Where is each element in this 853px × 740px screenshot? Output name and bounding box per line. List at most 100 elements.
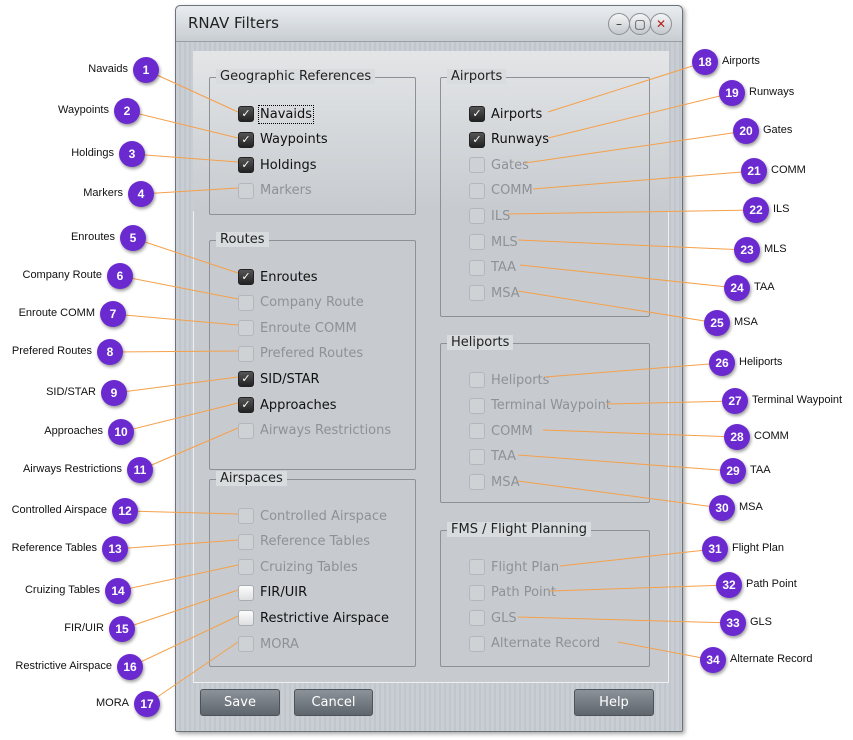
checkbox-label: GLS: [491, 610, 517, 626]
callout-badge: 4: [128, 181, 154, 207]
checkbox-box[interactable]: [469, 208, 485, 225]
checkbox-box[interactable]: [238, 345, 254, 362]
checkbox-box[interactable]: [469, 372, 485, 388]
checkmark-icon[interactable]: ✓: [238, 131, 254, 148]
callout-badge: 20: [733, 118, 759, 144]
callout-label: Alternate Record: [730, 653, 813, 665]
checkbox-box[interactable]: [469, 157, 485, 174]
checkbox-msa[interactable]: MSA: [469, 474, 520, 491]
checkbox-gates[interactable]: Gates: [469, 157, 529, 174]
checkmark-icon[interactable]: ✓: [469, 106, 485, 122]
checkbox-flight-plan[interactable]: Flight Plan: [469, 559, 559, 575]
close-button[interactable]: ✕: [650, 13, 672, 35]
checkbox-msa[interactable]: MSA: [469, 285, 520, 302]
checkbox-controlled-airspace[interactable]: Controlled Airspace: [238, 508, 387, 524]
callout-label: Runways: [749, 86, 795, 98]
checkbox-box[interactable]: [238, 508, 254, 524]
checkbox-label: Waypoints: [260, 132, 328, 148]
cancel-button[interactable]: Cancel: [294, 689, 373, 716]
checkbox-box[interactable]: [238, 422, 254, 439]
checkbox-box[interactable]: [238, 533, 254, 550]
checkbox-restrictive-airspace[interactable]: Restrictive Airspace: [238, 610, 389, 627]
checkbox-label: MSA: [491, 474, 520, 490]
checkbox-box[interactable]: [469, 559, 485, 575]
checkbox-enroutes[interactable]: ✓ Enroutes: [238, 269, 318, 285]
window-title: RNAV Filters: [188, 14, 279, 32]
checkbox-box[interactable]: [238, 182, 254, 199]
checkbox-runways[interactable]: ✓Runways: [469, 131, 549, 148]
checkbox-box[interactable]: [469, 234, 485, 250]
checkbox-taa[interactable]: TAA: [469, 448, 517, 465]
checkbox-ils[interactable]: ILS: [469, 208, 510, 225]
checkbox-sid-star[interactable]: ✓SID/STAR: [238, 371, 320, 388]
checkbox-company-route[interactable]: Company Route: [238, 294, 364, 311]
callout-label: Heliports: [739, 356, 783, 368]
checkmark-icon[interactable]: ✓: [469, 131, 485, 148]
checkbox-cruizing-tables[interactable]: Cruizing Tables: [238, 559, 358, 576]
checkbox-box[interactable]: [238, 559, 254, 576]
checkbox-heliports[interactable]: Heliports: [469, 372, 549, 388]
checkbox-label: Gates: [491, 157, 529, 173]
checkbox-gls[interactable]: GLS: [469, 610, 517, 627]
checkmark-icon[interactable]: ✓: [238, 157, 254, 174]
checkbox-mora[interactable]: MORA: [238, 636, 299, 652]
checkbox-box[interactable]: [469, 448, 485, 465]
checkbox-markers[interactable]: Markers: [238, 182, 312, 199]
save-button[interactable]: Save: [200, 689, 280, 716]
checkbox-airways-restrictions[interactable]: Airways Restrictions: [238, 422, 392, 439]
checkmark-icon[interactable]: ✓: [238, 106, 254, 122]
checkbox-navaids[interactable]: ✓Navaids: [238, 104, 314, 124]
checkbox-terminal-waypoint[interactable]: Terminal Waypoint: [469, 397, 611, 414]
checkbox-label: Enroutes: [260, 269, 318, 285]
minimize-button[interactable]: –: [608, 13, 630, 35]
checkbox-box[interactable]: [238, 320, 254, 337]
checkmark-icon[interactable]: ✓: [238, 269, 254, 285]
checkbox-box[interactable]: [469, 182, 485, 199]
callout-badge: 10: [108, 419, 134, 445]
checkbox-box[interactable]: [469, 423, 485, 440]
checkbox-alternate-record[interactable]: Alternate Record: [469, 635, 600, 652]
checkbox-label: COMM: [491, 183, 533, 199]
checkmark-icon[interactable]: ✓: [238, 397, 254, 413]
checkbox-box[interactable]: [469, 259, 485, 276]
checkbox-approaches[interactable]: ✓Approaches: [238, 397, 337, 413]
checkbox-box[interactable]: [469, 397, 485, 414]
checkbox-box[interactable]: [469, 635, 485, 652]
callout-label: Controlled Airspace: [11, 504, 107, 516]
checkbox-label: TAA: [491, 449, 517, 465]
checkbox-box[interactable]: [238, 610, 254, 627]
group-label: Routes: [216, 232, 269, 247]
checkbox-box[interactable]: [469, 474, 485, 491]
checkbox-taa[interactable]: TAA: [469, 259, 516, 276]
checkbox-prefered-routes[interactable]: Prefered Routes: [238, 345, 364, 362]
checkbox-airports[interactable]: ✓Airports: [469, 106, 542, 122]
callout-badge: 18: [692, 49, 718, 75]
title-bar[interactable]: RNAV Filters – ▢ ✕: [176, 6, 682, 42]
checkbox-box[interactable]: [469, 610, 485, 627]
help-button[interactable]: Help: [574, 689, 654, 716]
callout-badge: 23: [734, 237, 760, 263]
checkbox-box[interactable]: [469, 584, 485, 601]
checkbox-mls[interactable]: MLS: [469, 234, 518, 250]
checkbox-box[interactable]: [238, 294, 254, 311]
checkbox-comm[interactable]: COMM: [469, 182, 533, 199]
checkbox-comm[interactable]: COMM: [469, 423, 533, 440]
checkbox-holdings[interactable]: ✓Holdings: [238, 157, 316, 174]
checkbox-label: Flight Plan: [491, 559, 560, 575]
checkbox-waypoints[interactable]: ✓ Waypoints: [238, 131, 328, 148]
checkbox-enroute-comm[interactable]: Enroute COMM: [238, 320, 357, 337]
checkbox-label: Airways Restrictions: [260, 423, 392, 439]
callout-badge: 22: [743, 197, 769, 223]
callout-label: MORA: [96, 697, 129, 709]
checkbox-box[interactable]: [238, 584, 254, 601]
checkbox-path-point[interactable]: Path Point: [469, 584, 556, 601]
checkbox-reference-tables[interactable]: Reference Tables: [238, 533, 370, 550]
checkbox-label: Prefered Routes: [260, 346, 364, 362]
maximize-button[interactable]: ▢: [629, 13, 651, 35]
checkbox-fir-uir[interactable]: FIR/UIR: [238, 584, 307, 601]
checkbox-box[interactable]: [238, 636, 254, 652]
checkmark-icon[interactable]: ✓: [238, 371, 254, 388]
checkbox-box[interactable]: [469, 285, 485, 302]
